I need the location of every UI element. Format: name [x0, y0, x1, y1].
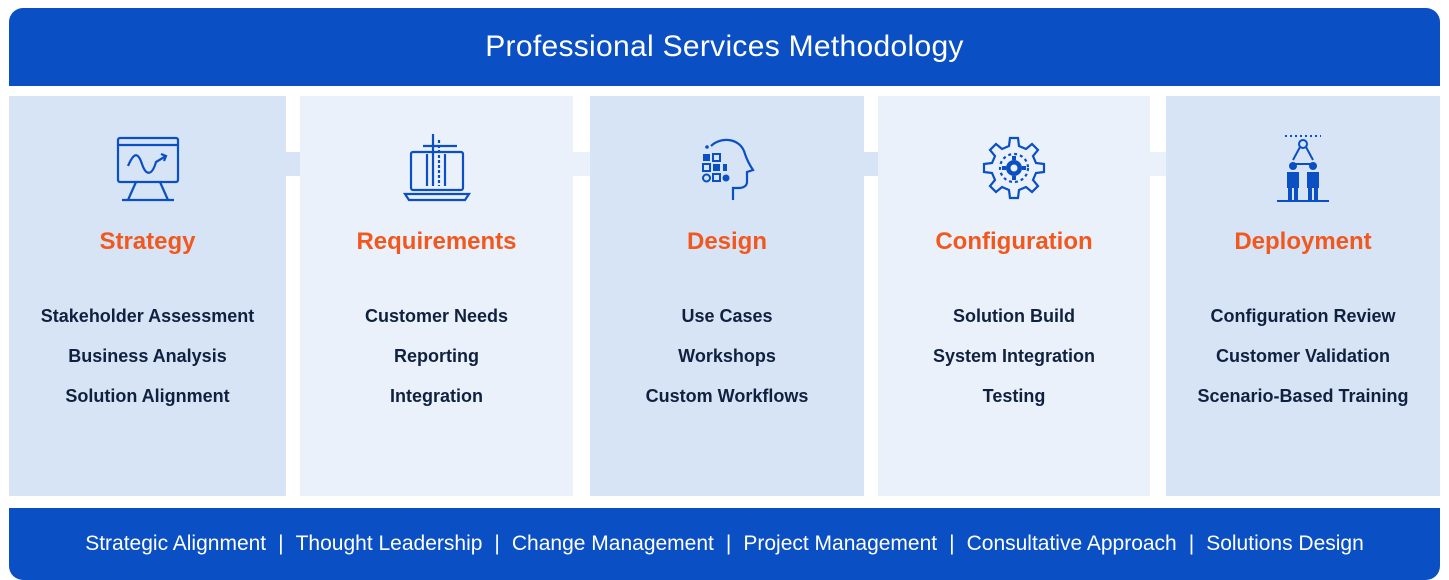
- page-title: Professional Services Methodology: [485, 30, 964, 63]
- phase-title: Deployment: [1234, 228, 1372, 255]
- phase-item: Reporting: [394, 346, 479, 366]
- phase-title: Design: [686, 228, 767, 255]
- phase-item: Business Analysis: [68, 346, 227, 366]
- phase-column-configuration: Configuration Solution Build System Inte…: [878, 96, 1150, 496]
- phase-item-list: Use Cases Workshops Custom Workflows: [590, 304, 864, 424]
- phase-item: Stakeholder Assessment: [40, 306, 255, 326]
- footer-banner: Strategic Alignment | Thought Leadership…: [9, 508, 1440, 580]
- footer-item: Strategic Alignment: [85, 532, 267, 555]
- laptop-blueprint-icon: [402, 134, 471, 202]
- footer-separator: |: [725, 532, 732, 555]
- footer-separator: |: [494, 532, 500, 555]
- phase-column-design: Design Use Cases Workshops Custom Workfl…: [590, 96, 864, 496]
- phase-column-deployment: Deployment Configuration Review Customer…: [1166, 96, 1440, 496]
- footer-item: Project Management: [743, 532, 938, 555]
- phase-item-list: Stakeholder Assessment Business Analysis…: [9, 304, 286, 424]
- phase-item: Solution Alignment: [65, 386, 230, 406]
- phase-item: Workshops: [678, 346, 776, 366]
- phase-item: Configuration Review: [1210, 306, 1396, 326]
- presentation-board-icon: [116, 136, 179, 202]
- phase-item: Use Cases: [681, 306, 773, 326]
- phase-title: Configuration: [935, 228, 1093, 255]
- footer-item: Change Management: [511, 532, 714, 555]
- footer-item: Consultative Approach: [966, 532, 1177, 555]
- phase-column-requirements: Requirements Customer Needs Reporting In…: [300, 96, 573, 496]
- phase-item: Testing: [982, 386, 1046, 406]
- gear-cog-icon: [982, 136, 1046, 200]
- phase-item: Integration: [390, 386, 483, 406]
- phase-item-list: Configuration Review Customer Validation…: [1166, 304, 1440, 424]
- phase-item-list: Customer Needs Reporting Integration: [300, 304, 573, 424]
- team-network-icon: [1277, 135, 1329, 202]
- phase-item: Customer Validation: [1215, 346, 1391, 366]
- footer-separator: |: [278, 532, 284, 555]
- phase-title: Requirements: [356, 228, 517, 255]
- footer-separator: |: [1188, 532, 1195, 555]
- phase-item: Custom Workflows: [645, 386, 809, 406]
- page-title-banner: Professional Services Methodology: [9, 8, 1440, 86]
- phase-title: Strategy: [99, 228, 196, 255]
- footer-separator: |: [949, 532, 955, 555]
- footer-item: Solutions Design: [1206, 532, 1364, 555]
- phase-item: Scenario-Based Training: [1197, 386, 1409, 406]
- footer-item: Thought Leadership: [295, 532, 483, 555]
- phase-column-strategy: Strategy Stakeholder Assessment Business…: [9, 96, 286, 496]
- phase-item: Solution Build: [953, 306, 1075, 326]
- head-thinking-icon: [702, 138, 755, 200]
- phase-item: Customer Needs: [364, 306, 509, 326]
- phase-item-list: Solution Build System Integration Testin…: [878, 304, 1150, 424]
- phase-item: System Integration: [932, 346, 1096, 366]
